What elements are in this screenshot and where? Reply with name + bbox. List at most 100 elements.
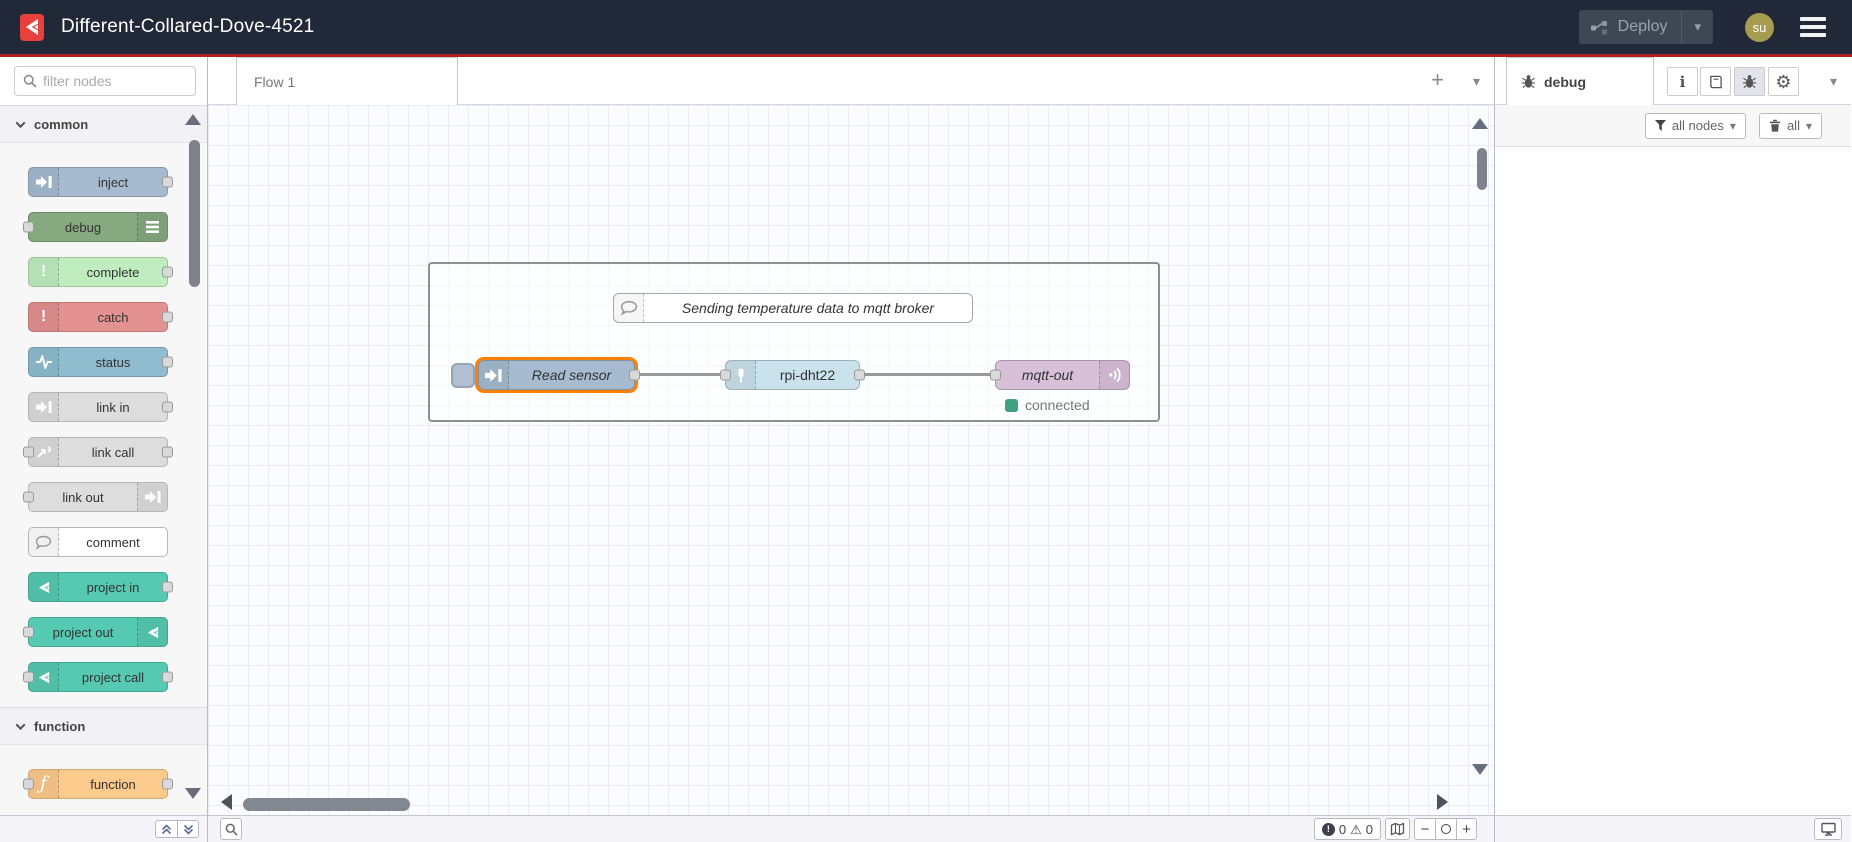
node-port[interactable] bbox=[162, 446, 173, 458]
node-input-port[interactable] bbox=[990, 369, 1001, 381]
sidebar-tab-config[interactable]: ⚙ bbox=[1768, 67, 1799, 96]
flow-list-button[interactable]: ▾ bbox=[1473, 73, 1480, 90]
palette-node-function[interactable]: ƒ function bbox=[23, 769, 173, 799]
node-port[interactable] bbox=[162, 778, 173, 790]
palette-search-input[interactable] bbox=[43, 73, 187, 89]
search-icon bbox=[23, 74, 37, 88]
node-port[interactable] bbox=[162, 176, 173, 188]
palette-node-comment[interactable]: comment bbox=[28, 527, 168, 557]
sidebar-menu-caret[interactable]: ▾ bbox=[1830, 73, 1837, 90]
logo-glyph bbox=[26, 19, 38, 35]
node-port[interactable] bbox=[162, 356, 173, 368]
palette-node-inject[interactable]: inject bbox=[28, 167, 173, 197]
tab-flow-1[interactable]: Flow 1 bbox=[236, 57, 458, 105]
navigator-button[interactable] bbox=[1385, 818, 1410, 840]
canvas-scroll-down-arrow[interactable] bbox=[1472, 764, 1488, 775]
node-port[interactable] bbox=[162, 671, 173, 683]
node-read-sensor[interactable]: Read sensor bbox=[475, 357, 640, 393]
node-port[interactable] bbox=[23, 626, 34, 638]
node-port[interactable] bbox=[23, 221, 34, 233]
errors-warnings-button[interactable]: ! 0 ⚠ 0 bbox=[1313, 818, 1381, 840]
palette-scroll-down-arrow[interactable] bbox=[185, 788, 201, 799]
collapse-all-button[interactable] bbox=[155, 820, 177, 838]
node-port[interactable] bbox=[162, 266, 173, 278]
sidebar-tab-debug[interactable]: debug bbox=[1506, 57, 1654, 105]
link-in-icon bbox=[29, 393, 59, 421]
deploy-options-caret[interactable]: ▾ bbox=[1681, 11, 1713, 43]
palette-node-complete[interactable]: ! complete bbox=[28, 257, 173, 287]
canvas-scroll-up-arrow[interactable] bbox=[1472, 118, 1488, 129]
sidebar-tab-info[interactable]: i bbox=[1667, 67, 1698, 96]
palette-scrollbar-thumb[interactable] bbox=[189, 140, 200, 287]
user-avatar[interactable]: su bbox=[1745, 12, 1774, 42]
sidebar-tab-help[interactable] bbox=[1700, 67, 1731, 96]
palette-node-project-out[interactable]: project out bbox=[23, 617, 168, 647]
add-flow-button[interactable]: + bbox=[1431, 69, 1444, 91]
deploy-label: Deploy bbox=[1617, 18, 1668, 35]
comment-node[interactable]: Sending temperature data to mqtt broker bbox=[613, 293, 973, 323]
palette-node-link-in[interactable]: link in bbox=[28, 392, 173, 422]
inject-arrow-icon bbox=[479, 361, 509, 389]
palette-category-common[interactable]: common bbox=[0, 105, 207, 143]
palette-node-project-in[interactable]: project in bbox=[28, 572, 173, 602]
canvas-scroll-left-arrow[interactable] bbox=[221, 794, 232, 810]
monitor-icon bbox=[1820, 822, 1836, 836]
palette-category-function[interactable]: function bbox=[0, 707, 207, 745]
canvas-hscrollbar-thumb[interactable] bbox=[243, 798, 410, 811]
sidebar-footer bbox=[1495, 815, 1851, 842]
wire[interactable] bbox=[860, 373, 995, 376]
gear-icon: ⚙ bbox=[1775, 71, 1792, 92]
palette-node-link-out[interactable]: link out bbox=[23, 482, 168, 512]
search-flows-button[interactable] bbox=[220, 818, 242, 840]
node-port[interactable] bbox=[162, 311, 173, 323]
palette-footer bbox=[0, 815, 207, 842]
node-palette: common inject debug bbox=[0, 57, 208, 842]
warning-icon: ⚠ bbox=[1350, 821, 1362, 837]
node-port[interactable] bbox=[162, 401, 173, 413]
debug-panel-body bbox=[1495, 147, 1851, 815]
flow-group[interactable] bbox=[428, 262, 1160, 422]
inject-icon bbox=[29, 168, 59, 196]
flow-canvas[interactable]: Sending temperature data to mqtt broker … bbox=[208, 105, 1494, 815]
main-menu-button[interactable] bbox=[1800, 17, 1826, 37]
node-mqtt-out[interactable]: mqtt-out bbox=[990, 360, 1130, 390]
zoom-reset-button[interactable] bbox=[1435, 818, 1456, 840]
palette-node-link-call[interactable]: link call bbox=[23, 437, 173, 467]
palette-node-debug[interactable]: debug bbox=[23, 212, 168, 242]
node-port[interactable] bbox=[23, 446, 34, 458]
node-port[interactable] bbox=[162, 581, 173, 593]
palette-search[interactable] bbox=[14, 66, 196, 96]
open-debug-window-button[interactable] bbox=[1814, 818, 1842, 840]
comment-node-label: Sending temperature data to mqtt broker bbox=[681, 300, 935, 316]
zoom-out-button[interactable]: − bbox=[1414, 818, 1435, 840]
deploy-button[interactable]: Deploy ▾ bbox=[1578, 10, 1713, 44]
node-output-port[interactable] bbox=[854, 369, 865, 381]
chevron-down-icon: ▾ bbox=[1805, 118, 1812, 133]
sidebar: debug i ⚙ ▾ bbox=[1494, 57, 1851, 842]
node-port[interactable] bbox=[23, 778, 34, 790]
catch-icon: ! bbox=[29, 303, 59, 331]
node-port[interactable] bbox=[23, 671, 34, 683]
link-call-icon bbox=[29, 438, 59, 466]
expand-all-button[interactable] bbox=[177, 820, 199, 838]
clear-log-button[interactable]: all ▾ bbox=[1758, 112, 1822, 139]
palette-node-project-call[interactable]: project call bbox=[23, 662, 173, 692]
canvas-vscrollbar-thumb[interactable] bbox=[1477, 148, 1487, 190]
node-port[interactable] bbox=[23, 491, 34, 503]
palette-scroll-up-arrow[interactable] bbox=[185, 114, 201, 125]
node-rpi-dht22[interactable]: rpi-dht22 bbox=[720, 360, 865, 390]
palette-node-catch[interactable]: ! catch bbox=[28, 302, 173, 332]
node-output-port[interactable] bbox=[629, 369, 640, 381]
filter-nodes-button[interactable]: all nodes ▾ bbox=[1644, 112, 1746, 139]
link-out-icon bbox=[137, 483, 167, 511]
search-icon bbox=[225, 823, 238, 836]
zoom-in-button[interactable]: + bbox=[1456, 818, 1477, 840]
sidebar-tab-debug-icon[interactable] bbox=[1734, 67, 1765, 96]
canvas-scroll-right-arrow[interactable] bbox=[1437, 794, 1448, 810]
palette-search-row bbox=[0, 57, 207, 105]
palette-node-status[interactable]: status bbox=[28, 347, 173, 377]
node-input-port[interactable] bbox=[720, 369, 731, 381]
wire[interactable] bbox=[635, 373, 725, 376]
sidebar-tabs: debug i ⚙ ▾ bbox=[1495, 57, 1851, 105]
inject-button[interactable] bbox=[451, 363, 475, 388]
